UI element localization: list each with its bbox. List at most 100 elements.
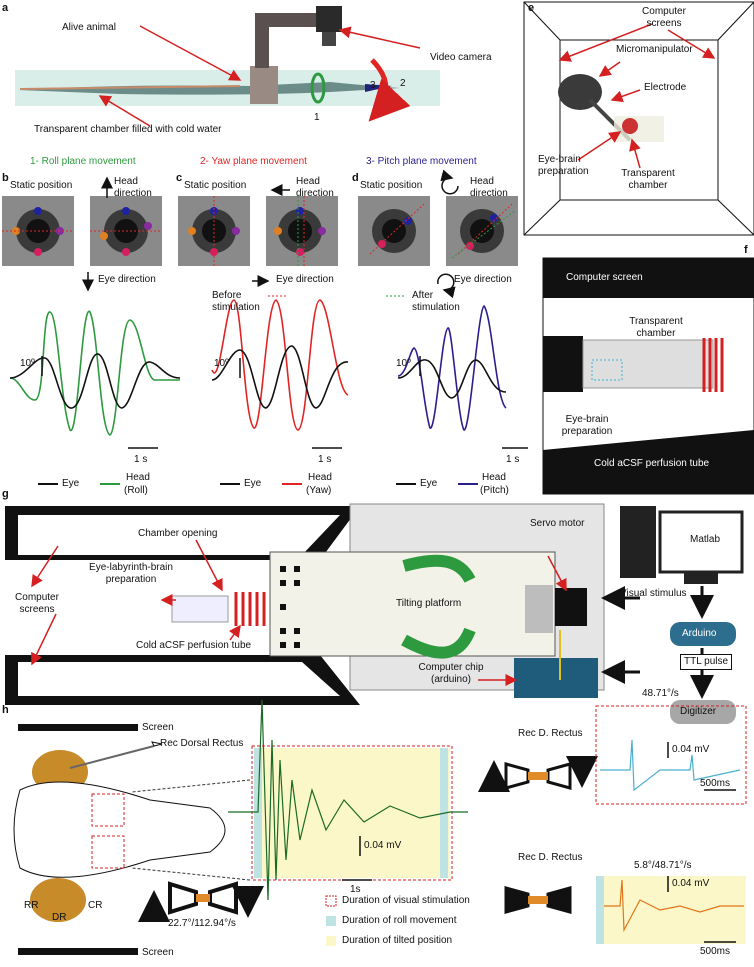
label-e-prep: Eye-brain preparation	[538, 154, 589, 177]
eye-images	[2, 196, 518, 266]
label-500ms-bottom: 500ms	[700, 946, 731, 957]
label-screen-top: Screen	[142, 722, 174, 733]
panel-label-b: b	[2, 172, 9, 184]
label-rec-d-rectus-bottom: Rec D. Rectus	[518, 852, 583, 863]
label-eye-direction-d: Eye direction	[454, 274, 512, 285]
label-1s-main: 1s	[350, 884, 361, 895]
legend-pitch: (Pitch)	[480, 485, 509, 496]
label-ttl-pulse: TTL pulse	[680, 654, 733, 670]
label-after-stimulation: After stimulation	[412, 290, 460, 313]
label-head-direction-d: Head direction	[470, 176, 508, 199]
label-before-stimulation: Before stimulation	[212, 290, 260, 313]
label-f-tube: Cold aCSF perfusion tube	[594, 458, 710, 469]
label-g-prep: Eye-labyrinth-brain preparation	[89, 562, 173, 585]
panel-label-e: e	[528, 2, 535, 14]
label-mv-top: 0.04 mV	[672, 744, 710, 755]
label-video-camera: Video camera	[430, 52, 492, 63]
label-mv-bottom: 0.04 mV	[672, 878, 710, 889]
panel-g-illustration	[5, 503, 744, 724]
legend-eye-c: Eye	[244, 478, 262, 489]
label-speed-main: 22.7°/112.94°/s	[168, 918, 236, 929]
label-digitizer: Digitizer	[680, 706, 717, 717]
label-alive-animal: Alive animal	[62, 22, 116, 33]
label-visual-stimulus: Visual stimulus	[620, 588, 687, 599]
label-pitch-movement: 3- Pitch plane movement	[366, 156, 477, 167]
legend-eye-d: Eye	[420, 478, 438, 489]
video-camera-icon	[316, 6, 342, 32]
label-yaw-movement: 2- Yaw plane movement	[200, 156, 307, 167]
panel-label-f: f	[744, 244, 748, 256]
panel-label-c: c	[176, 172, 183, 184]
camera-arm	[255, 13, 318, 68]
servo-motor-icon	[555, 588, 587, 626]
legend-visual-stimulation: Duration of visual stimulation	[342, 895, 470, 906]
label-rec-d-rectus-top: Rec D. Rectus	[518, 728, 583, 739]
bowtie-stimulus-main	[168, 881, 238, 915]
label-sec-c: 1 s	[318, 454, 332, 465]
legend-eye-b: Eye	[62, 478, 80, 489]
label-arduino: Arduino	[682, 628, 717, 639]
label-eye-direction-c: Eye direction	[276, 274, 334, 285]
label-g-tube: Cold aCSF perfusion tube	[136, 640, 252, 651]
label-static-c: Static position	[184, 180, 247, 191]
legend-head-d: Head	[482, 472, 506, 483]
legend-head-c: Head	[308, 472, 332, 483]
label-servo-motor: Servo motor	[530, 518, 585, 529]
legend-yaw: (Yaw)	[306, 485, 332, 496]
label-dr: DR	[52, 912, 67, 923]
label-head-direction-c: Head direction	[296, 176, 334, 199]
bowtie-stimulus-top	[504, 762, 572, 790]
label-static-d: Static position	[360, 180, 423, 191]
computer-tower-icon	[620, 506, 656, 578]
label-matlab: Matlab	[690, 534, 721, 545]
label-sec-b: 1 s	[134, 454, 148, 465]
panel-a-illustration	[15, 6, 440, 127]
label-mv-main: 0.04 mV	[364, 840, 402, 851]
panel-label-h: h	[2, 704, 9, 716]
label-deg-c: 10º	[214, 358, 229, 369]
label-chamber: Transparent chamber filled with cold wat…	[34, 124, 222, 135]
label-chamber-opening: Chamber opening	[138, 528, 218, 539]
direction-arrows	[82, 169, 459, 299]
label-deg-d: 10º	[396, 358, 411, 369]
panel-h-illustration	[13, 699, 747, 955]
legend-tilted-position: Duration of tilted position	[342, 935, 453, 946]
bowtie-stimulus-bottom	[504, 886, 572, 914]
label-e-chamber: Transparent chamber	[621, 168, 675, 191]
label-cr: CR	[88, 900, 103, 911]
legend-roll: (Roll)	[124, 485, 148, 496]
label-roll-movement: 1- Roll plane movement	[30, 156, 136, 167]
label-computer-chip: Computer chip (arduino)	[418, 662, 484, 685]
label-f-chamber: Transparent chamber	[629, 316, 683, 339]
label-g-screens: Computer screens	[15, 592, 59, 615]
label-static-b: Static position	[10, 180, 73, 191]
label-micromanipulator: Micromanipulator	[616, 44, 693, 55]
eye-head-traces	[9, 295, 528, 485]
label-rec-dorsal-rectus: Rec Dorsal Rectus	[160, 738, 244, 749]
label-num-2: 2	[400, 78, 406, 89]
label-speed-bottom: 5.8°/48.71°/s	[634, 860, 692, 871]
panel-f-illustration	[542, 257, 754, 495]
label-num-1: 1	[314, 112, 320, 123]
label-head-direction-b: Head direction	[114, 176, 152, 199]
camera-arm-base	[250, 66, 278, 104]
monitor-icon	[658, 510, 744, 574]
label-num-3: 3	[370, 80, 376, 91]
label-e-screens: Computer screens	[642, 6, 686, 29]
label-f-screen: Computer screen	[566, 272, 643, 283]
label-sec-d: 1 s	[506, 454, 520, 465]
label-tilting-platform: Tilting platform	[396, 598, 462, 609]
panel-e-illustration	[523, 1, 754, 236]
panel-label-g: g	[2, 488, 9, 500]
legend-roll-movement: Duration of roll movement	[342, 915, 457, 926]
label-f-prep: Eye-brain preparation	[561, 414, 613, 437]
legend-head-b: Head	[126, 472, 150, 483]
label-deg-b: 10º	[20, 358, 35, 369]
label-eye-direction-b: Eye direction	[98, 274, 156, 285]
label-500ms-top: 500ms	[700, 778, 731, 789]
panel-label-a: a	[2, 2, 9, 14]
arduino-board-icon	[514, 658, 598, 698]
label-speed-top: 48.71°/s	[642, 688, 679, 699]
panel-label-d: d	[352, 172, 359, 184]
